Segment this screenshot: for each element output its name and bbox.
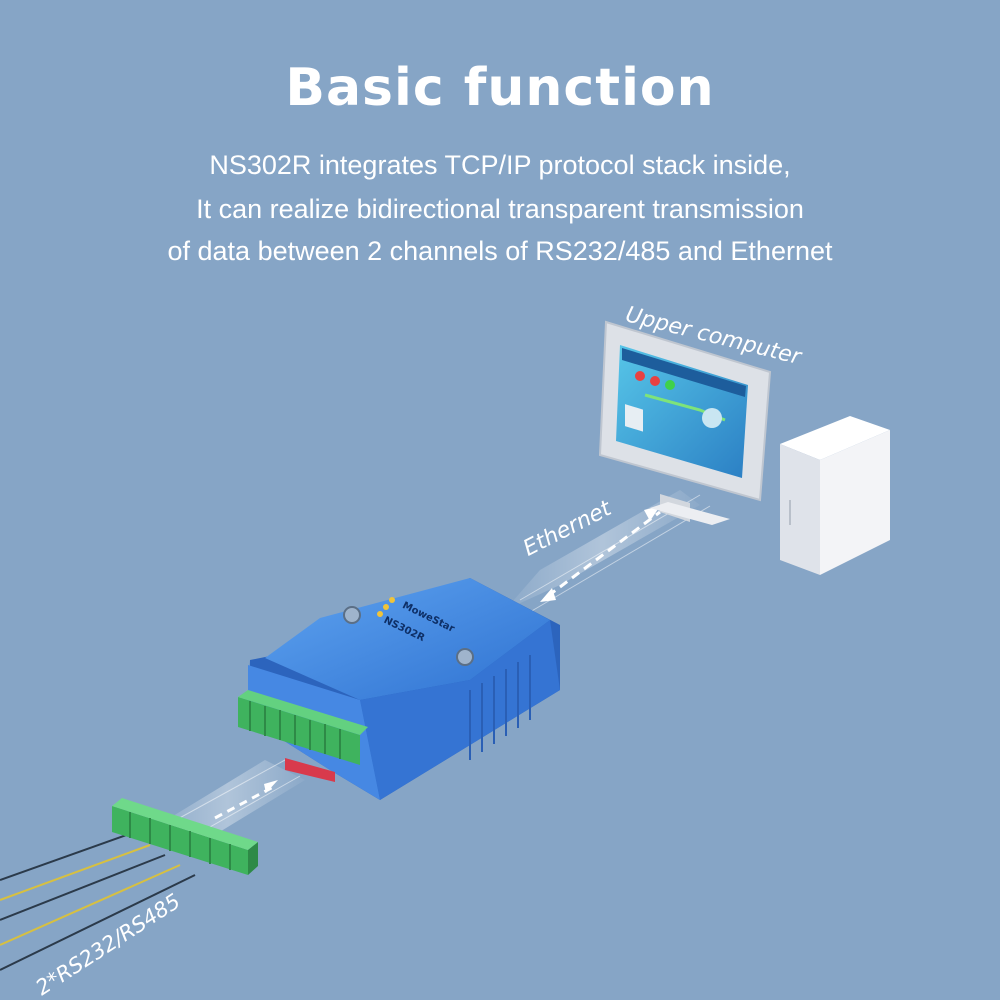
device-terminal-block — [238, 690, 368, 765]
din-rail-clip — [285, 758, 335, 782]
description-line-2: It can realize bidirectional transparent… — [196, 194, 804, 224]
ns302r-device — [238, 578, 560, 800]
description-line-3: of data between 2 channels of RS232/485 … — [167, 236, 833, 266]
upper-computer-monitor — [598, 320, 772, 525]
serial-wires — [0, 831, 196, 971]
device-vents — [469, 655, 531, 760]
description-line-1: NS302R integrates TCP/IP protocol stack … — [209, 150, 791, 180]
pc-tower — [780, 416, 890, 575]
page-title: Basic function — [285, 58, 715, 118]
serial-connector — [0, 798, 258, 971]
